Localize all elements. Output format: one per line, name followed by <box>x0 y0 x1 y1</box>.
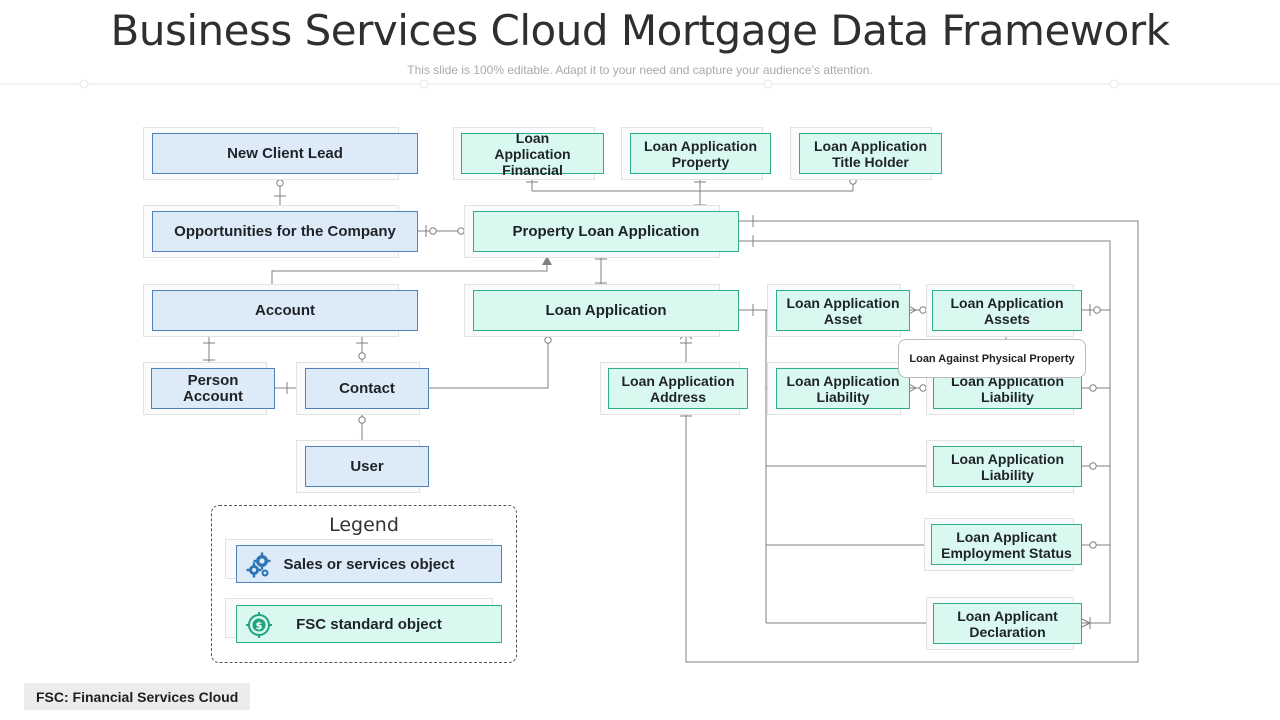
connector-address-loop <box>685 220 1139 663</box>
entity-account[interactable]: Account <box>152 290 418 331</box>
legend-fsc-label: FSC standard object <box>296 615 442 633</box>
footer-note: FSC: Financial Services Cloud <box>24 683 251 710</box>
entity-loan-app-title-holder[interactable]: Loan Application Title Holder <box>799 133 942 174</box>
gears-icon <box>245 551 273 579</box>
divider-dot <box>79 79 89 89</box>
entity-new-client-lead[interactable]: New Client Lead <box>152 133 418 174</box>
legend-sales-label: Sales or services object <box>283 555 455 573</box>
entity-loan-app-financial[interactable]: Loan Application Financial <box>461 130 604 178</box>
entity-loan-app-asset[interactable]: Loan Application Asset <box>776 290 910 331</box>
divider-dot <box>419 79 429 89</box>
entity-loan-applicant-declaration[interactable]: Loan Applicant Declaration <box>933 603 1082 644</box>
entity-user[interactable]: User <box>305 446 429 487</box>
connector-contact-loan-app <box>428 343 549 389</box>
page-subtitle: This slide is 100% editable. Adapt it to… <box>407 63 873 77</box>
arrowhead <box>542 256 552 265</box>
entity-opportunities[interactable]: Opportunities for the Company <box>152 211 418 252</box>
entity-person-account[interactable]: Person Account <box>151 368 275 409</box>
legend-item-fsc: $ FSC standard object <box>236 605 502 643</box>
entity-loan-app-liability[interactable]: Loan Application Liability <box>933 446 1082 487</box>
entity-loan-application[interactable]: Loan Application <box>473 290 739 331</box>
divider-dot <box>1109 79 1119 89</box>
callout-loan-against-physical-property: Loan Against Physical Property <box>898 339 1086 378</box>
divider-dot <box>763 79 773 89</box>
dollar-target-icon: $ <box>245 611 273 639</box>
entity-loan-applicant-employment-status[interactable]: Loan Applicant Employment Status <box>931 524 1082 565</box>
legend-title: Legend <box>329 514 399 536</box>
legend-item-sales: Sales or services object <box>236 545 502 583</box>
connector-account-property-loan <box>271 262 548 290</box>
entity-contact[interactable]: Contact <box>305 368 429 409</box>
page-title: Business Services Cloud Mortgage Data Fr… <box>110 6 1170 55</box>
legend: Legend <box>211 505 517 663</box>
entity-property-loan-application[interactable]: Property Loan Application <box>473 211 739 252</box>
entity-loan-app-property[interactable]: Loan Application Property <box>630 133 771 174</box>
entity-loan-app-liability[interactable]: Loan Application Liability <box>776 368 910 409</box>
connector-property-loan-bus <box>738 240 1111 624</box>
entity-loan-app-assets[interactable]: Loan Application Assets <box>932 290 1082 331</box>
svg-text:$: $ <box>256 621 263 632</box>
entity-loan-app-address[interactable]: Loan Application Address <box>608 368 748 409</box>
